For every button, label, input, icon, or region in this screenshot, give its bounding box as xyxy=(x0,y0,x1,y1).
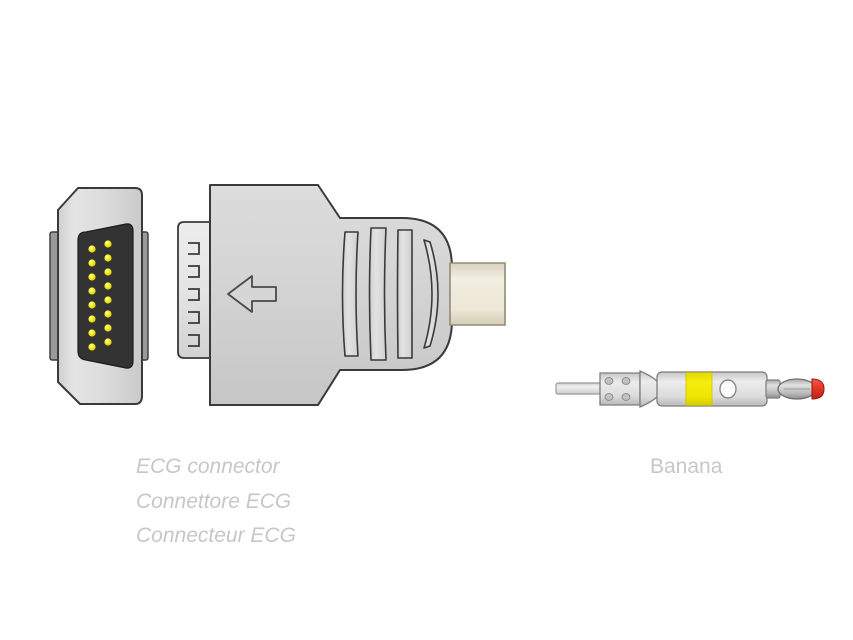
pin xyxy=(88,343,96,351)
banana-housing-hole xyxy=(719,379,737,399)
grip-rib xyxy=(396,229,413,359)
grip-rib xyxy=(341,231,359,357)
pin xyxy=(104,268,112,276)
collar-hole xyxy=(621,377,631,385)
caption-ecg-line-1: ECG connector xyxy=(136,455,281,478)
pin xyxy=(88,329,96,337)
caption-banana-line-1: Banana xyxy=(650,455,723,478)
pin xyxy=(88,287,96,295)
cable xyxy=(449,262,506,326)
banana-plug xyxy=(555,370,825,408)
pin xyxy=(104,254,112,262)
banana-collar-holes xyxy=(604,377,631,401)
banana-collar xyxy=(599,372,641,406)
pin xyxy=(104,240,112,248)
pin xyxy=(104,324,112,332)
direction-arrow-icon xyxy=(227,275,277,313)
mating-tab-notches xyxy=(188,242,200,347)
collar-hole xyxy=(621,393,631,401)
collar-hole xyxy=(604,393,614,401)
caption-banana: Banana xyxy=(650,455,723,478)
banana-lead-wire xyxy=(555,382,603,395)
pin xyxy=(104,310,112,318)
banana-red-tip xyxy=(811,378,825,400)
grip-rib xyxy=(423,239,439,349)
grip-ribs xyxy=(341,227,439,361)
caption-ecg-line-2: Connettore ECG xyxy=(136,490,291,513)
banana-color-band xyxy=(685,372,713,406)
pin xyxy=(88,315,96,323)
caption-ecg-connector: ECG connector Connettore ECG Connecteur … xyxy=(136,455,296,547)
face-pin-column-left xyxy=(88,245,96,351)
pin xyxy=(104,338,112,346)
pin xyxy=(88,273,96,281)
pin xyxy=(88,259,96,267)
pin xyxy=(104,282,112,290)
pin xyxy=(88,245,96,253)
grip-rib xyxy=(368,227,387,361)
pin xyxy=(104,296,112,304)
ecg-face-connector xyxy=(49,187,149,405)
caption-ecg-line-3: Connecteur ECG xyxy=(136,524,296,547)
ecg-side-connector xyxy=(177,184,506,406)
face-pin-column-right xyxy=(104,240,112,346)
pin xyxy=(88,301,96,309)
collar-hole xyxy=(604,377,614,385)
banana-strain-relief xyxy=(639,370,659,408)
